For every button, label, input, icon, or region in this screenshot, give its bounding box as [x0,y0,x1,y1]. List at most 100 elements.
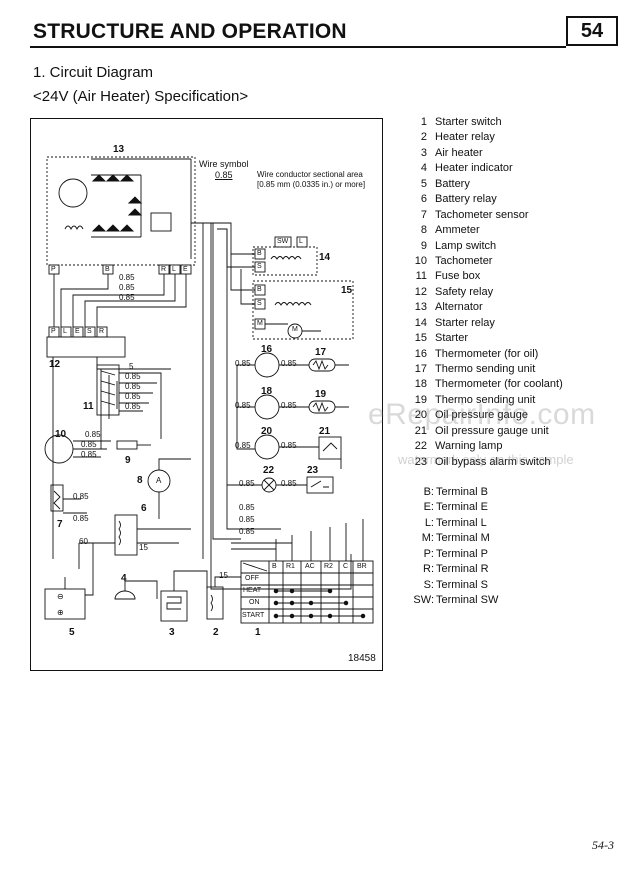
callout-22: 22 [263,465,275,476]
starter-relay-box [252,246,318,276]
wire-085-w: 0.85 [239,527,255,536]
alternator-box [46,156,196,266]
tachometer-sensor-icon [50,484,64,512]
legend-item-label: Air heater [435,146,483,159]
legend-item-number: 12 [414,285,427,298]
legend-item-number: 18 [414,378,427,391]
legend-item-label: Fuse box [435,270,481,283]
legend-item-number: 17 [414,363,427,375]
wire-60: 60 [79,537,88,546]
terminal-label: Terminal R [436,563,489,576]
legend-item-number: 19 [414,393,427,406]
legend-item-number: 1 [420,116,427,128]
battery-relay-box [114,514,138,556]
terminal-code: M: [421,532,434,545]
wire-note-line2: [0.85 mm (0.0335 in.) or more] [257,180,366,189]
oil-pressure-gauge-icon [254,434,280,460]
relay14-term-l: L [299,238,303,245]
alt-term-l-label: L [172,266,176,273]
wire-085-h: 0.85 [85,430,101,439]
callout-6: 6 [141,503,147,514]
terminal-item: SW:Terminal SW [410,593,498,608]
circuit-diagram: ⊖ ⊕ [30,118,383,671]
circuit-svg: ⊖ ⊕ [44,156,374,624]
terminal-item: S:Terminal S [410,578,498,593]
relay14-term-b: B [257,250,262,257]
safety-relay-box [46,336,126,358]
terminal-code: E: [423,501,434,514]
wire-085-c: 0.85 [119,293,135,302]
legend-item-number: 21 [414,424,427,437]
svg-text:⊖: ⊖ [57,592,64,601]
terminal-code: L: [424,516,434,529]
starter15-term-m: M [257,320,263,327]
terminal-label: Terminal L [436,516,487,529]
callout-12: 12 [49,359,61,370]
alt-term-r-label: R [161,266,167,273]
callout-10: 10 [55,429,67,440]
wire-085-k: 0.85 [73,492,89,501]
battery-icon [44,588,86,620]
wire-085-p: 0.85 [281,401,297,410]
starter15-term-b: B [257,286,262,293]
terminal-code: B: [423,486,434,498]
wire-085-e: 0.85 [125,382,141,391]
wire-085-n: 0.85 [281,359,297,368]
callout-8: 8 [137,475,143,486]
legend-item-number: 6 [420,193,427,206]
legend-item-label: Oil pressure gauge [435,409,528,422]
switch-col-br: BR [357,563,367,570]
wire-085-i: 0.85 [81,440,97,449]
terminal-label: Terminal SW [436,594,499,607]
wire-085-m: 0.85 [235,359,251,368]
section-subtitle: <24V (Air Heater) Specification> [33,88,249,105]
legend-item-label: Thermometer (for oil) [435,347,539,360]
oil-bypass-switch-icon [306,476,334,494]
legend-item-label: Lamp switch [435,239,497,252]
wire-085-f: 0.85 [125,392,141,401]
switch-row-heat: HEAT [243,587,262,594]
legend-item-label: Thermometer (for coolant) [435,378,563,391]
regulator-box [150,212,172,232]
legend-item-number: 7 [420,208,427,221]
wire-085-s: 0.85 [239,479,255,488]
terminal-label: Terminal M [436,532,490,545]
header-rule [30,46,566,48]
wire-085-j: 0.85 [81,450,97,459]
legend-item-label: Starter switch [435,116,502,128]
heater-indicator-icon [114,590,136,600]
air-heater-icon [160,590,188,622]
figure-id: 18458 [348,653,376,664]
legend-item-label: Starter [435,332,469,345]
legend-item-label: Safety relay [435,285,494,298]
switch-row-start: START [242,612,265,619]
legend-item-number: 5 [420,177,427,190]
heater-relay-icon [206,586,224,620]
legend-item-label: Oil pressure gauge unit [435,424,549,437]
legend-item-label: Heater indicator [435,162,513,175]
wire-note-line1: Wire conductor sectional area [257,170,363,179]
legend-item-number: 4 [420,162,427,175]
legend-item-label: Thermo sending unit [435,393,536,406]
wire-085-l: 0.85 [73,514,89,523]
oil-pressure-unit-icon [318,436,342,460]
legend-item: 4 Heater indicator [410,161,563,176]
wire-15-b: 15 [219,571,228,580]
terminal-label: Terminal S [436,578,488,591]
fuse-term-s-label: S [87,328,92,335]
callout-20: 20 [261,426,273,437]
alt-term-p-label: P [51,266,56,273]
wire-085-b: 0.85 [119,283,135,292]
diode-bank-icon [91,174,143,238]
callout-17: 17 [315,347,327,358]
legend-item-label: Oil bypass alarm switch [435,455,551,468]
lamp-switch-icon [116,440,138,450]
